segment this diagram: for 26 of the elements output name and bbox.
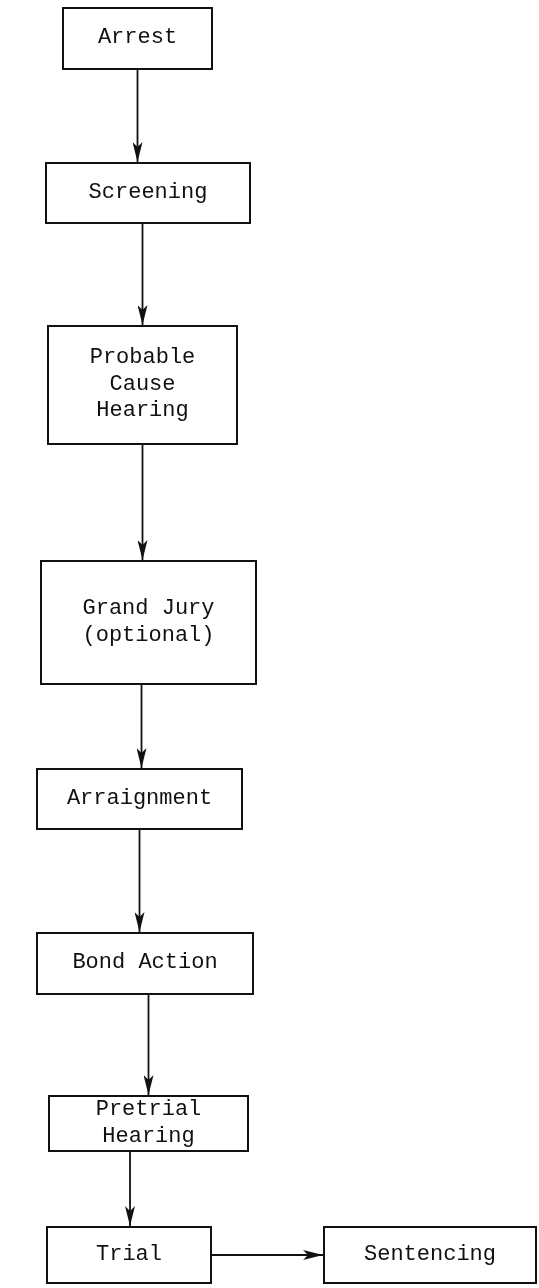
arrow <box>134 829 145 933</box>
arrow <box>125 1151 135 1227</box>
step-label: Sentencing <box>363 1241 497 1269</box>
step-label: Bond Action <box>71 950 219 977</box>
arrow <box>132 69 143 163</box>
process-box <box>36 768 243 830</box>
arrow <box>137 444 148 561</box>
process-box <box>48 1095 249 1152</box>
arrow <box>136 684 147 769</box>
process-box <box>40 560 257 685</box>
step-label: Grand Jury (optional) <box>81 596 216 649</box>
process-box <box>323 1226 537 1284</box>
process-box <box>62 7 213 70</box>
step-label: Trial <box>95 1241 163 1269</box>
step-label: Pretrial Hearing <box>94 1097 203 1150</box>
process-box <box>36 932 254 995</box>
process-box <box>47 325 238 445</box>
arrow <box>211 1250 324 1260</box>
step-label: Probable Cause Hearing <box>88 345 197 425</box>
step-label: Screening <box>87 179 209 207</box>
arrow <box>143 994 154 1096</box>
step-label: Arrest <box>96 25 179 52</box>
process-box <box>45 162 251 224</box>
arrow <box>137 223 148 326</box>
process-box <box>46 1226 212 1284</box>
step-label: Arraignment <box>65 785 214 813</box>
